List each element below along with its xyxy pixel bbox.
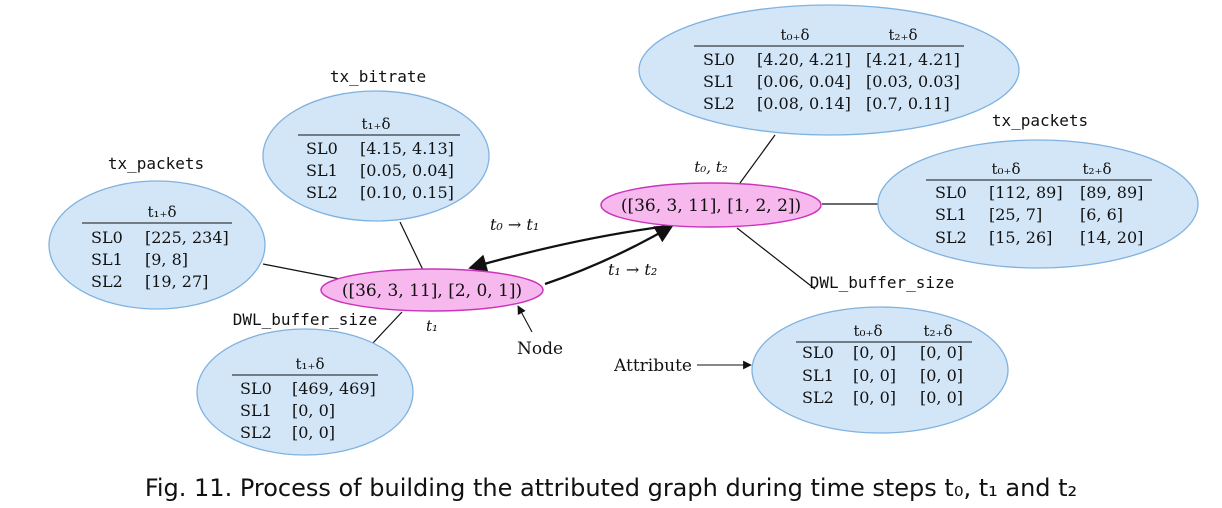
connector-dwl-left (371, 311, 403, 345)
cell-value: [0.05, 0.04] (360, 161, 454, 180)
attribute-title: DWL_buffer_size (810, 273, 955, 292)
cell-value: [0, 0] (853, 343, 896, 362)
attribute-bitrate-right: t₀₊δ t₂₊δ SL0 [4.20, 4.21] [4.21, 4.21] … (638, 4, 1020, 136)
connector-tx-packets-left (262, 263, 346, 281)
cell-value: [9, 8] (145, 250, 188, 269)
node-label: ([36, 3, 11], [2, 0, 1]) (342, 281, 522, 301)
annotation-node: Node (517, 305, 563, 359)
column-header: t₀₊δ (992, 160, 1021, 178)
cell-value: [4.15, 4.13] (360, 139, 454, 158)
figure-caption: Fig. 11. Process of building the attribu… (145, 474, 1077, 502)
column-header: t₁₊δ (362, 115, 391, 133)
edge-label-t0-t1: t₀ → t₁ (490, 215, 539, 234)
cell-value: [0, 0] (292, 401, 335, 420)
row-label: SL0 (91, 228, 123, 247)
cell-value: [0, 0] (853, 366, 896, 385)
edge-label-t1-t2: t₁ → t₂ (608, 260, 657, 279)
row-label: SL0 (240, 379, 272, 398)
cell-value: [0, 0] (292, 423, 335, 442)
cell-value: [0.06, 0.04] (757, 72, 851, 91)
connector-lines (262, 134, 880, 345)
cell-value: [0.08, 0.14] (757, 94, 851, 113)
row-label: SL0 (703, 50, 735, 69)
node-label: ([36, 3, 11], [1, 2, 2]) (621, 196, 801, 216)
attribute-title: tx_packets (992, 111, 1088, 130)
row-label: SL2 (240, 423, 272, 442)
attribute-title: tx_bitrate (330, 67, 426, 86)
cell-value: [15, 26] (989, 228, 1052, 247)
column-header: t₂₊δ (889, 26, 918, 44)
row-label: SL0 (306, 139, 338, 158)
attribute-tx-bitrate-left: tx_bitrate t₁₊δ SL0 [4.15, 4.13] SL1 [0.… (262, 67, 490, 222)
attribute-tx-packets-left: tx_packets t₁₊δ SL0 [225, 234] SL1 [9, 8… (48, 154, 266, 310)
annotation-attribute: Attribute (613, 356, 752, 376)
row-label: SL2 (703, 94, 735, 113)
node-time-label: t₀, t₂ (694, 158, 728, 176)
attribute-dwl-buffer-size-left: DWL_buffer_size t₁₊δ SL0 [469, 469] SL1 … (196, 310, 414, 456)
cell-value: [0.7, 0.11] (866, 94, 950, 113)
row-label: SL1 (935, 205, 967, 224)
cell-value: [0, 0] (920, 388, 963, 407)
column-header: t₀₊δ (854, 322, 883, 340)
cell-value: [14, 20] (1080, 228, 1143, 247)
row-label: SL1 (802, 366, 834, 385)
cell-value: [25, 7] (989, 205, 1042, 224)
row-label: SL2 (935, 228, 967, 247)
connector-bitrate-right (739, 134, 776, 184)
row-label: SL2 (802, 388, 834, 407)
edge-t1-to-t2 (544, 225, 674, 286)
row-label: SL0 (802, 343, 834, 362)
attribute-dwl-buffer-size-right: DWL_buffer_size t₀₊δ t₂₊δ SL0 [0, 0] [0,… (751, 273, 1009, 434)
node-time-label: t₁ (426, 317, 438, 335)
transition-edges: t₀ → t₁ t₁ → t₂ (468, 215, 674, 286)
attribute-title: DWL_buffer_size (233, 310, 378, 329)
connector-tx-bitrate-left (399, 221, 424, 271)
column-header: t₂₊δ (924, 322, 953, 340)
annotation-node-label: Node (517, 339, 563, 359)
cell-value: [0, 0] (920, 343, 963, 362)
connector-dwl-right (736, 227, 816, 290)
cell-value: [0, 0] (920, 366, 963, 385)
cell-value: [469, 469] (292, 379, 376, 398)
row-label: SL1 (91, 250, 123, 269)
cell-value: [225, 234] (145, 228, 229, 247)
annotation-attribute-label: Attribute (613, 356, 692, 376)
graph-node-left: ([36, 3, 11], [2, 0, 1]) t₁ (320, 268, 544, 335)
row-label: SL2 (306, 183, 338, 202)
attribute-title: tx_packets (108, 154, 204, 173)
column-header: t₀₊δ (781, 26, 810, 44)
cell-value: [6, 6] (1080, 205, 1123, 224)
row-label: SL1 (703, 72, 735, 91)
cell-value: [0.03, 0.03] (866, 72, 960, 91)
column-header: t₁₊δ (296, 355, 325, 373)
graph-node-right: ([36, 3, 11], [1, 2, 2]) t₀, t₂ (600, 158, 822, 228)
column-header: t₁₊δ (148, 203, 177, 221)
attribute-tx-packets-right: tx_packets t₀₊δ t₂₊δ SL0 [112, 89] [89, … (877, 111, 1199, 269)
cell-value: [89, 89] (1080, 183, 1143, 202)
edge-t0-to-t1 (468, 224, 669, 273)
row-label: SL2 (91, 272, 123, 291)
cell-value: [112, 89] (989, 183, 1063, 202)
cell-value: [0.10, 0.15] (360, 183, 454, 202)
cell-value: [0, 0] (853, 388, 896, 407)
row-label: SL1 (306, 161, 338, 180)
column-header: t₂₊δ (1083, 160, 1112, 178)
cell-value: [4.20, 4.21] (757, 50, 851, 69)
cell-value: [19, 27] (145, 272, 208, 291)
row-label: SL1 (240, 401, 272, 420)
row-label: SL0 (935, 183, 967, 202)
cell-value: [4.21, 4.21] (866, 50, 960, 69)
